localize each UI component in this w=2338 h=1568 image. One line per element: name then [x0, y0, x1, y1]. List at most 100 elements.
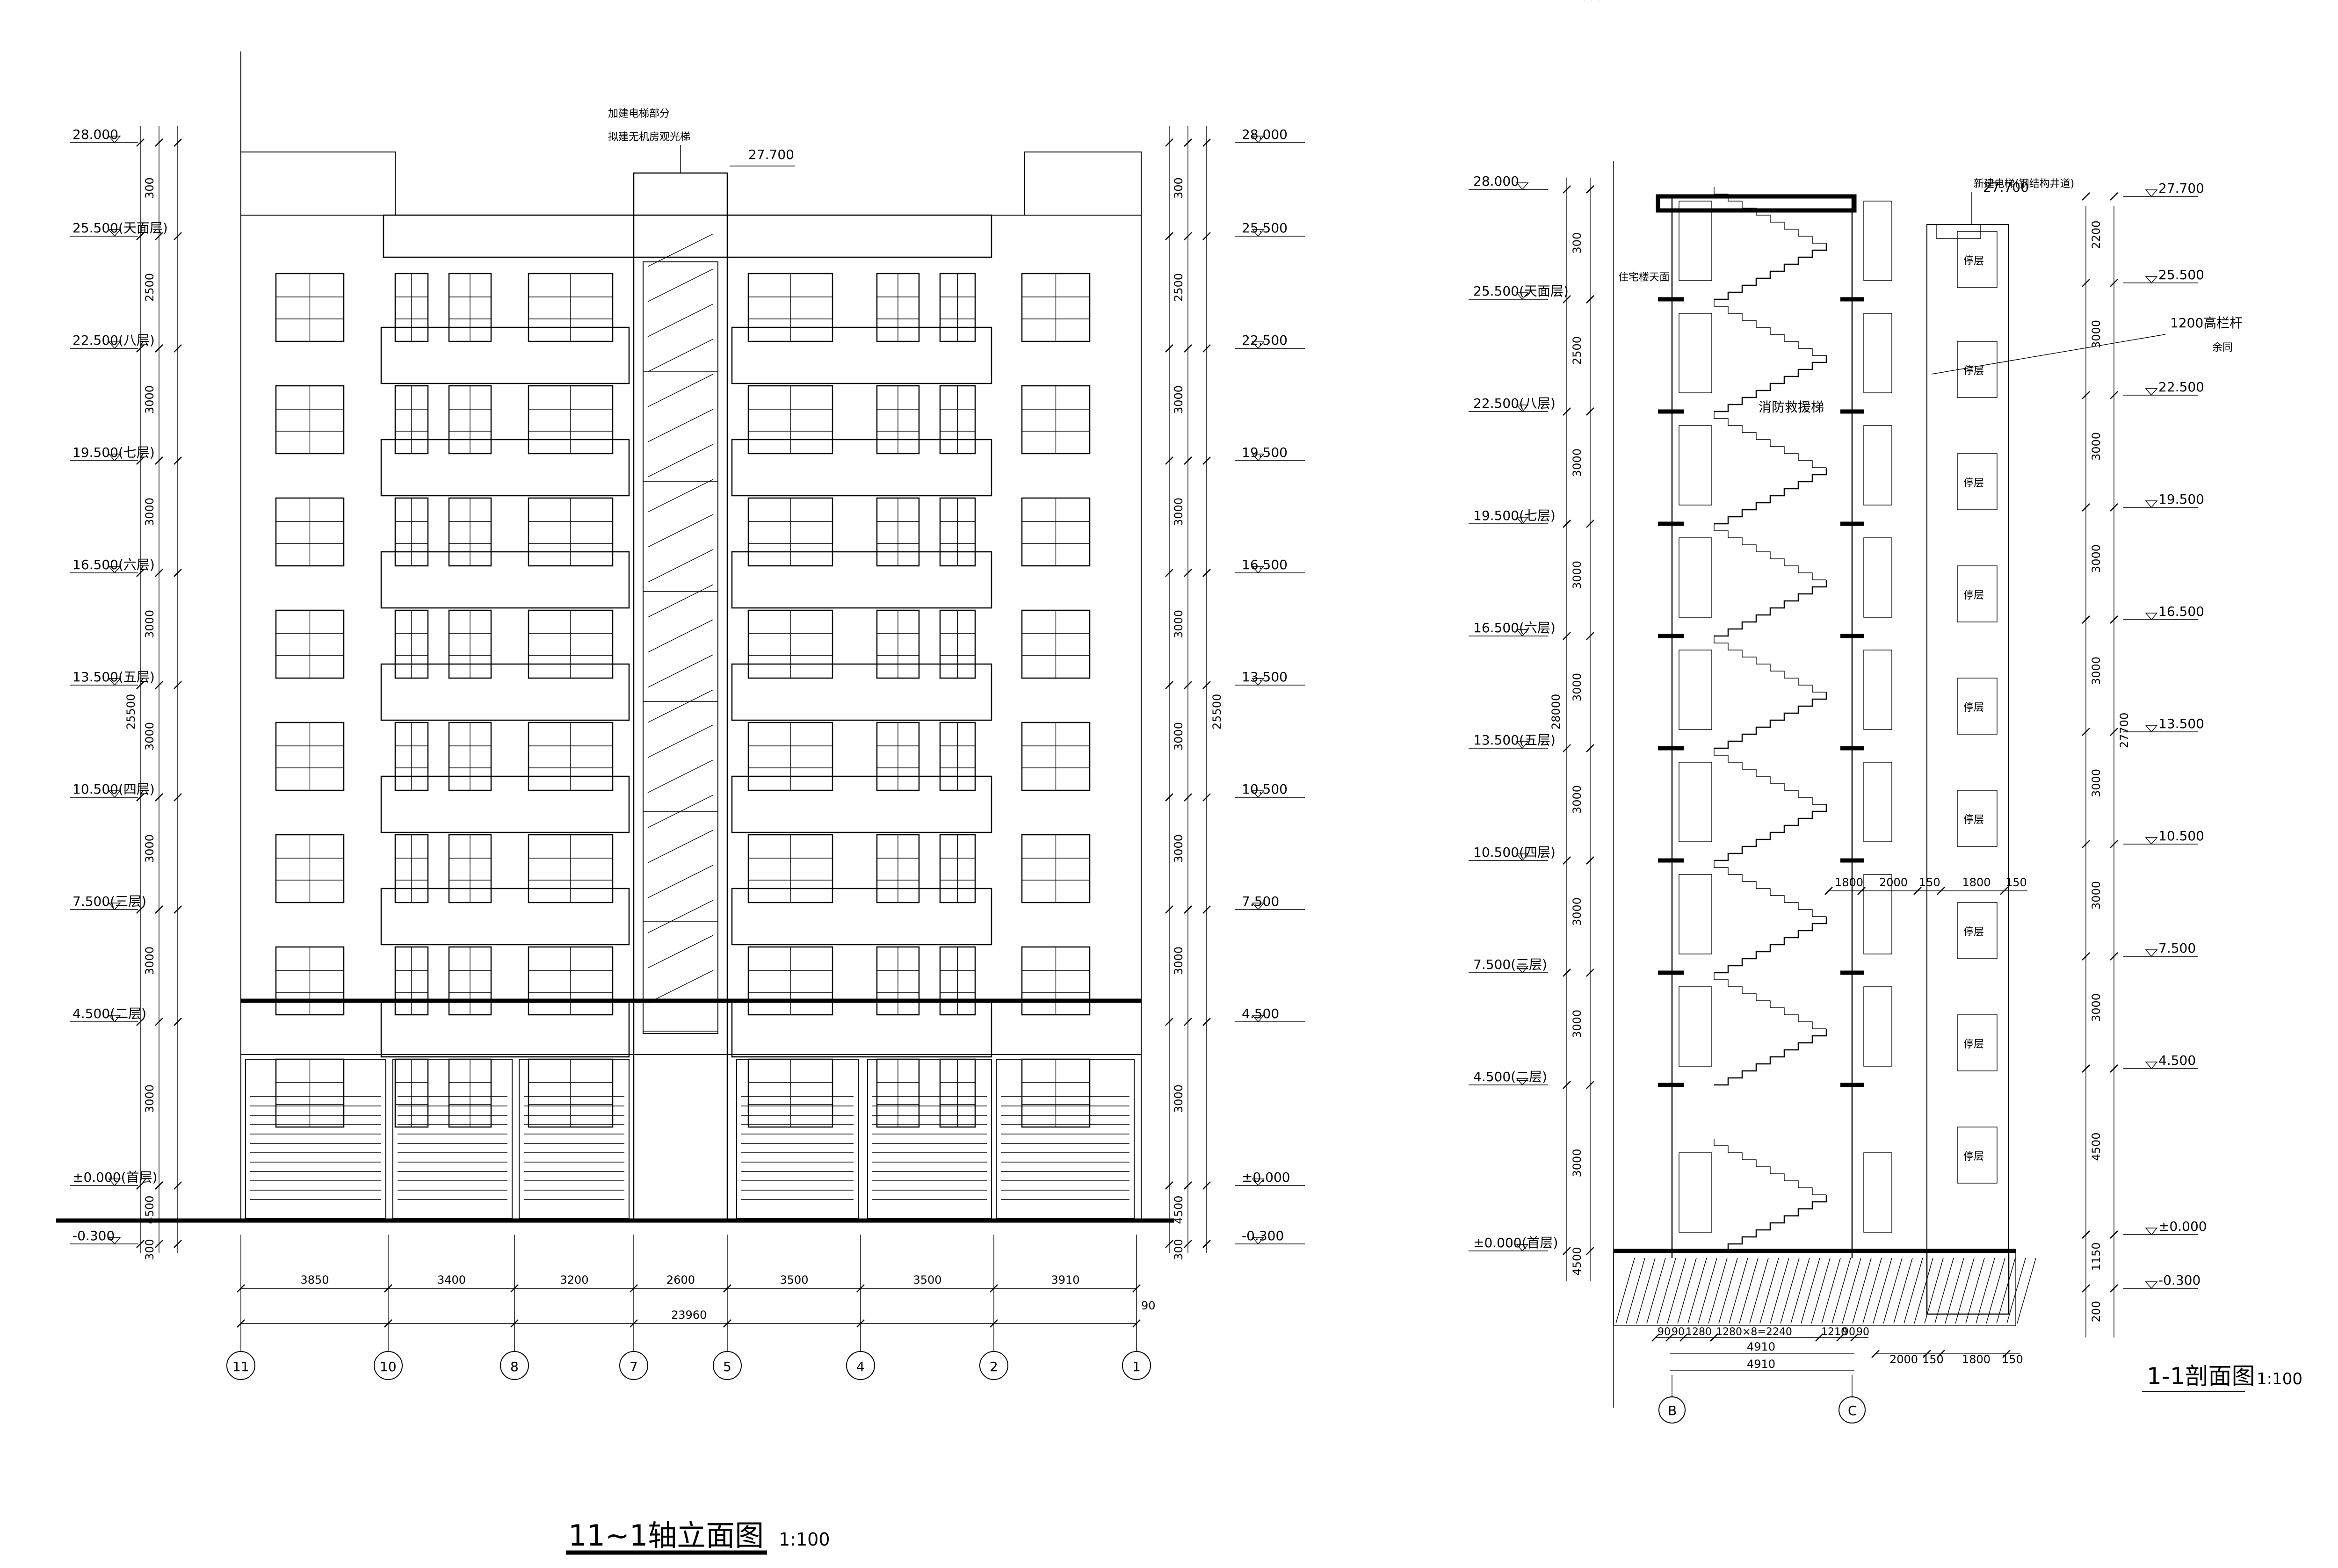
ground-hatch	[1831, 1257, 1851, 1324]
glass-hatch	[647, 514, 714, 548]
dimension-tick	[136, 681, 145, 689]
balcony-right	[731, 663, 992, 721]
stair-flight	[1714, 580, 1827, 637]
level-marker-left	[1516, 1244, 1529, 1252]
ground-hatch	[1759, 1257, 1779, 1324]
dimension-tick	[174, 1018, 182, 1026]
door-frame-right	[1863, 986, 1892, 1067]
dimension-tick	[136, 138, 145, 147]
dimension-tick	[2110, 1064, 2118, 1073]
level-marker-right	[2145, 276, 2158, 284]
dimension-tick	[1165, 232, 1173, 240]
dimension-tick	[136, 569, 145, 577]
dimension-tick	[1202, 1240, 1211, 1248]
dimension-tick	[2082, 952, 2090, 961]
door-frame-right	[1863, 425, 1892, 506]
overall-height-right: 25500	[1210, 694, 1223, 730]
bottom-dimension: 90	[1842, 1326, 1855, 1338]
elevator-note-2: 拟建无机房观光梯	[608, 131, 690, 143]
dimension-value: 2500	[1571, 336, 1584, 365]
level-label-left: 7.500(三层)	[72, 894, 146, 909]
dimension-tick	[1165, 793, 1173, 802]
level-marker-left	[1516, 966, 1529, 974]
elevation-scale: 1:100	[779, 1529, 830, 1550]
ground-hatch	[1924, 1257, 1944, 1324]
dimension-tick	[1184, 344, 1192, 353]
dimension-value: 3000	[1172, 385, 1185, 414]
dimension-tick	[1857, 887, 1866, 895]
axis-bubble	[846, 1351, 875, 1380]
level-marker-right	[2145, 1062, 2158, 1069]
balcony-right	[731, 326, 992, 384]
level-marker-left	[108, 566, 121, 574]
dimension-value: 3000	[1172, 834, 1185, 863]
bottom-dimension: 90	[1672, 1326, 1685, 1338]
dimension-tick	[155, 569, 163, 577]
dimension-tick	[1563, 632, 1571, 640]
elevator-door	[1957, 231, 1998, 288]
level-label-right: 10.500	[1242, 781, 1288, 797]
roof-parapet-right	[1024, 152, 1142, 216]
axis-bubble	[374, 1351, 403, 1380]
balcony-left	[380, 775, 630, 833]
roof-note: 住宅楼天面	[1618, 272, 1670, 283]
level-label-right: -0.300	[2158, 1272, 2200, 1288]
level-marker-right	[1252, 454, 1265, 462]
dimension-tick	[1184, 1240, 1192, 1248]
dimension-tick	[155, 1181, 163, 1190]
ground-hatch	[1965, 1257, 1985, 1324]
dimension-tick	[1665, 1333, 1674, 1342]
shop-shutter	[736, 1059, 859, 1219]
dimension-value: 3000	[1571, 448, 1584, 477]
door-frame	[1679, 650, 1712, 730]
dimension-tick	[1202, 456, 1211, 465]
dimension-value: 3000	[1172, 498, 1185, 526]
ground-hatch	[2017, 1257, 2036, 1324]
level-marker-left	[108, 136, 121, 144]
level-marker-left	[1516, 1078, 1529, 1086]
level-marker-right	[1252, 1178, 1265, 1186]
bay-dimension: 3200	[560, 1273, 589, 1286]
dimension-value: 3000	[2090, 769, 2103, 797]
dimension-tick	[2110, 1230, 2118, 1239]
section-scale: 1:100	[2257, 1370, 2302, 1388]
stair-flight	[1714, 692, 1827, 749]
dimension-tick	[1184, 1181, 1192, 1190]
door-frame	[1679, 986, 1712, 1067]
stair-flight-upper	[1714, 524, 1826, 580]
door-frame-right	[1863, 1152, 1892, 1233]
level-marker-right	[1252, 903, 1265, 910]
rescue-note: 消防救援梯	[1759, 399, 1824, 415]
ground-hatch	[1626, 1257, 1645, 1324]
glass-hatch	[647, 444, 714, 477]
dimension-tick	[1563, 295, 1571, 303]
level-label-left: 19.500(七层)	[1473, 508, 1556, 523]
dimension-value: 3000	[1172, 610, 1185, 638]
dimension-value: 300	[143, 177, 156, 199]
dimension-tick	[136, 905, 145, 914]
level-marker-left	[1516, 517, 1529, 525]
dimension-tick	[1165, 1181, 1173, 1190]
level-label-right: 19.500	[2158, 491, 2204, 507]
bay-tail-dimension: 90	[1141, 1299, 1156, 1312]
dimension-tick	[1651, 1333, 1660, 1342]
ground-hatch	[1976, 1257, 1995, 1324]
level-label-right: 7.500	[1242, 894, 1279, 909]
bottom-dimension: 1280×8=2240	[1716, 1326, 1792, 1338]
dimension-tick	[1202, 232, 1211, 240]
glass-hatch	[647, 233, 714, 267]
level-marker-right	[1252, 229, 1265, 237]
elevation-drawing: 28.00025.500(天面层)22.500(八层)19.500(七层)16.…	[56, 51, 1305, 1380]
dimension-tick	[136, 232, 145, 240]
dimension-tick	[1165, 569, 1173, 577]
elevator-door	[1957, 1127, 1998, 1184]
dimension-value: 3000	[1172, 1084, 1185, 1113]
glass-hatch	[647, 584, 714, 618]
dimension-tick	[990, 1319, 998, 1328]
balcony-right	[731, 888, 992, 946]
stair-flight	[1714, 917, 1827, 974]
stair-flight-upper	[1714, 860, 1826, 917]
glass-hatch	[647, 619, 714, 653]
level-label-right: 16.500	[1242, 557, 1288, 572]
